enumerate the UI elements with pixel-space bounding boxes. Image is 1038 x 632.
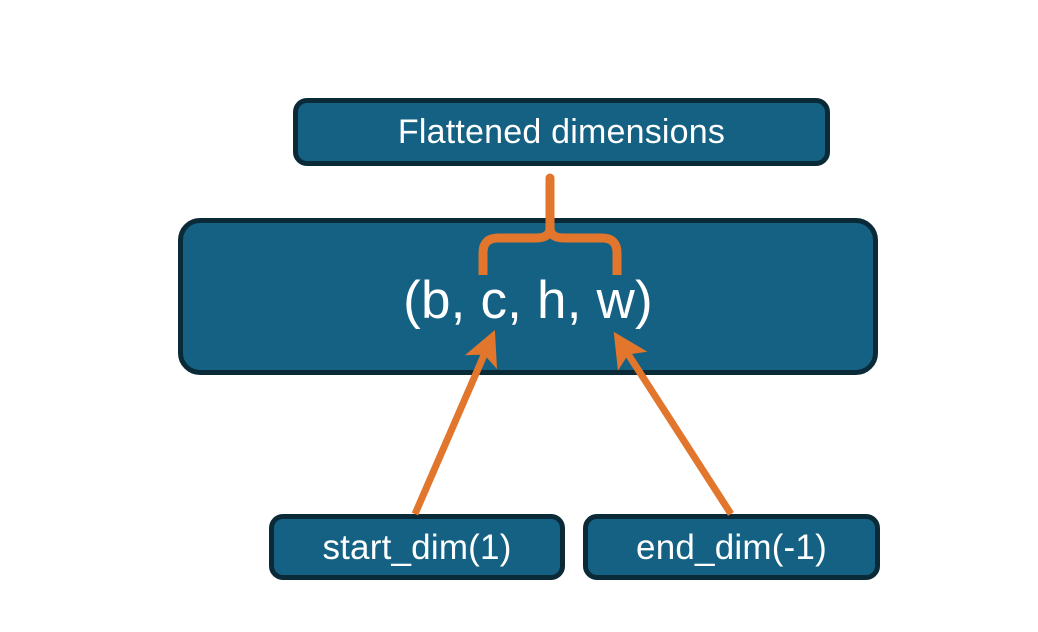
node-flattened-dimensions-label: Flattened dimensions	[397, 113, 726, 151]
node-tensor-shape-label: (b, c, h, w)	[403, 271, 653, 330]
node-end-dim-label: end_dim(-1)	[636, 527, 827, 567]
node-start-dim-label: start_dim(1)	[322, 527, 512, 567]
node-start-dim[interactable]: start_dim(1)	[269, 514, 565, 580]
node-end-dim[interactable]: end_dim(-1)	[583, 514, 880, 580]
node-tensor-shape[interactable]: (b, c, h, w)	[178, 218, 878, 375]
node-flattened-dimensions[interactable]: Flattened dimensions	[293, 98, 830, 166]
